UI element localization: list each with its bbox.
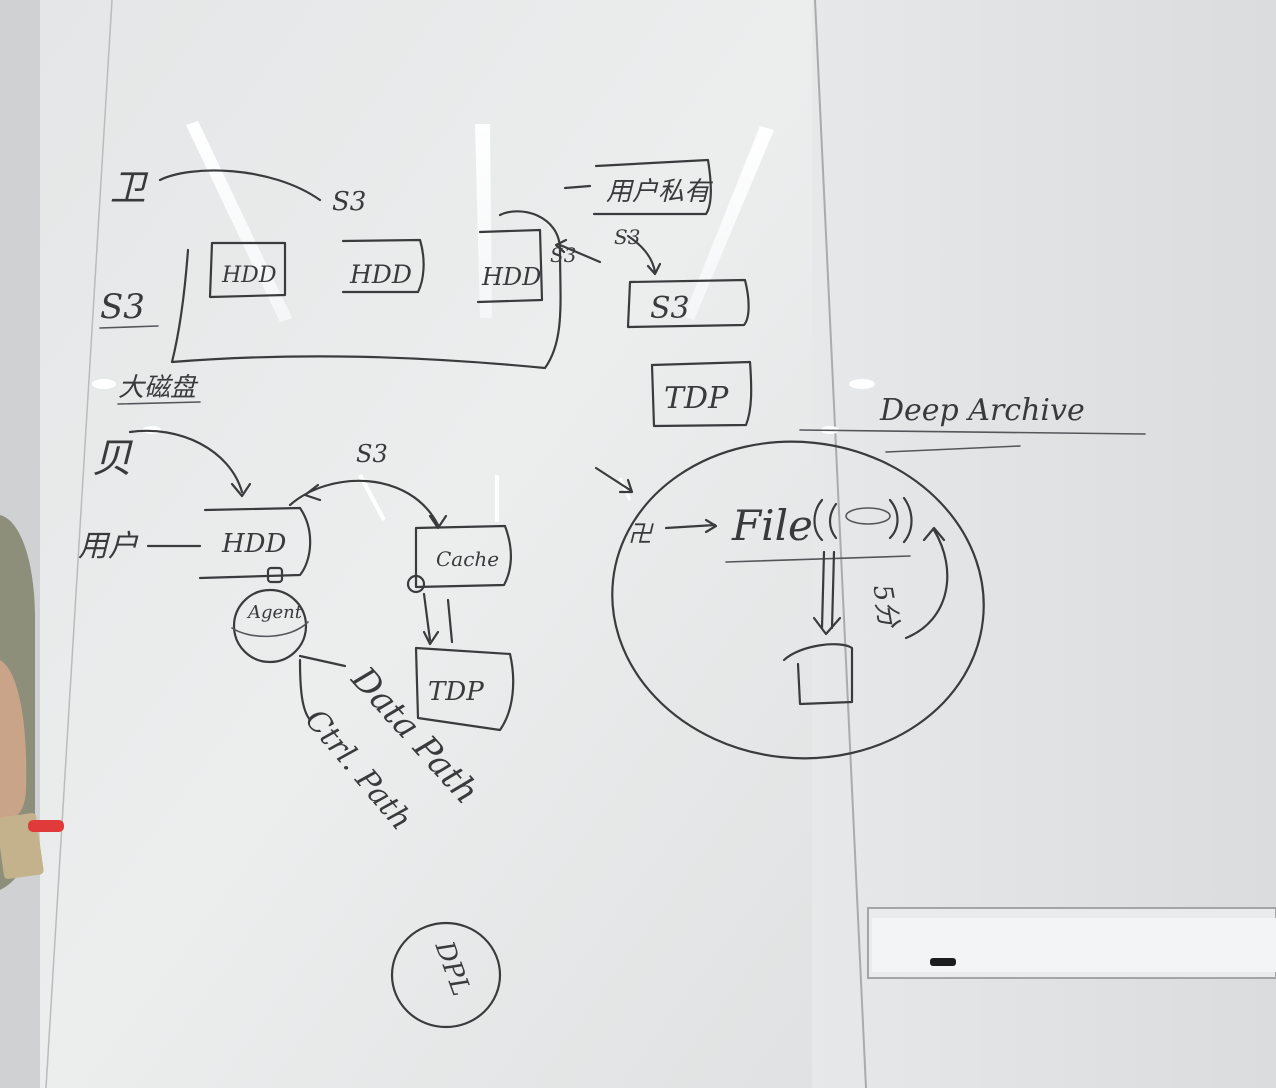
panel-edge-left <box>45 0 113 1088</box>
label-s3-top-a: S3 <box>332 187 366 217</box>
arrow-s3-down <box>626 234 662 276</box>
whiteboard-panel-left <box>40 0 840 1088</box>
light-dot-1 <box>92 379 116 389</box>
agent-scribble <box>231 621 309 638</box>
hdd-box-1 <box>208 241 287 299</box>
marker-in-hand <box>28 820 64 832</box>
label-s3-side: S3 <box>100 287 145 327</box>
arrow-loop-5min <box>904 526 949 640</box>
label-s3-top-c: S3 <box>614 225 640 249</box>
label-hdd-4: HDD <box>221 529 287 559</box>
cache-box <box>414 524 512 589</box>
dpl-circle <box>390 921 502 1029</box>
underline-big-disk <box>117 401 201 405</box>
light-dot-2 <box>849 379 875 389</box>
label-s3-middle: S3 <box>356 440 388 468</box>
label-cache: Cache <box>436 547 499 571</box>
underline-s3-side <box>99 325 159 329</box>
label-tdp-bottom: TDP <box>428 677 484 707</box>
tdp-box-bottom <box>414 646 515 732</box>
arrow-file-down <box>812 550 842 636</box>
arrow-top-left <box>158 169 322 202</box>
label-agent: Agent <box>246 602 303 623</box>
hdd-box-2 <box>341 238 425 294</box>
agent-connector <box>266 566 284 584</box>
char-mid: 贝 <box>92 436 133 482</box>
cache-connector <box>406 574 426 594</box>
label-user-private: 用户私有 <box>606 177 714 207</box>
marker <box>930 958 956 966</box>
file-parens <box>813 496 913 544</box>
label-hdd-1: HDD <box>221 263 277 288</box>
archive-bucket <box>782 643 854 706</box>
agent-circle <box>232 588 308 664</box>
panel-seam <box>814 0 867 1088</box>
tdp-box-top <box>650 360 753 428</box>
arrow-to-file <box>664 518 718 534</box>
arrow-s3-left <box>554 238 602 264</box>
underline-file <box>725 555 911 563</box>
label-big-disk: 大磁盘 <box>118 373 199 403</box>
s3-box <box>626 278 750 329</box>
label-tdp-top: TDP <box>664 381 729 416</box>
label-file: File <box>731 501 813 550</box>
light-reflection-3 <box>684 126 774 320</box>
big-loop <box>170 210 562 370</box>
arrow-cache-tdp <box>422 592 454 646</box>
label-s3-box: S3 <box>650 291 690 326</box>
label-hdd-2: HDD <box>349 260 412 289</box>
hdd-box-4 <box>198 506 312 580</box>
arrow-to-user-private <box>563 184 592 190</box>
light-reflection-2 <box>475 124 492 318</box>
char-top: 卫 <box>110 168 149 209</box>
ctrl-path-line <box>298 658 312 722</box>
label-hdd-3: HDD <box>481 263 541 291</box>
label-deep-archive: Deep Archive <box>879 393 1085 428</box>
user-private-box <box>592 158 712 216</box>
arrow-to-hdd-4 <box>128 429 252 498</box>
hdd-box-3 <box>476 228 544 304</box>
person-hand <box>0 660 27 822</box>
archive-circle <box>611 440 985 760</box>
underline-deep-archive <box>799 429 1146 453</box>
label-user-mid: 用户 <box>78 529 139 564</box>
char-file-left: 卍 <box>628 520 654 548</box>
file-scribble <box>845 507 891 525</box>
arrow-into-circle <box>594 466 634 494</box>
whiteboard-panel-right <box>812 0 1276 1088</box>
light-reflection-4 <box>358 474 386 521</box>
data-path-line <box>298 654 347 668</box>
light-reflection-6 <box>618 477 632 501</box>
